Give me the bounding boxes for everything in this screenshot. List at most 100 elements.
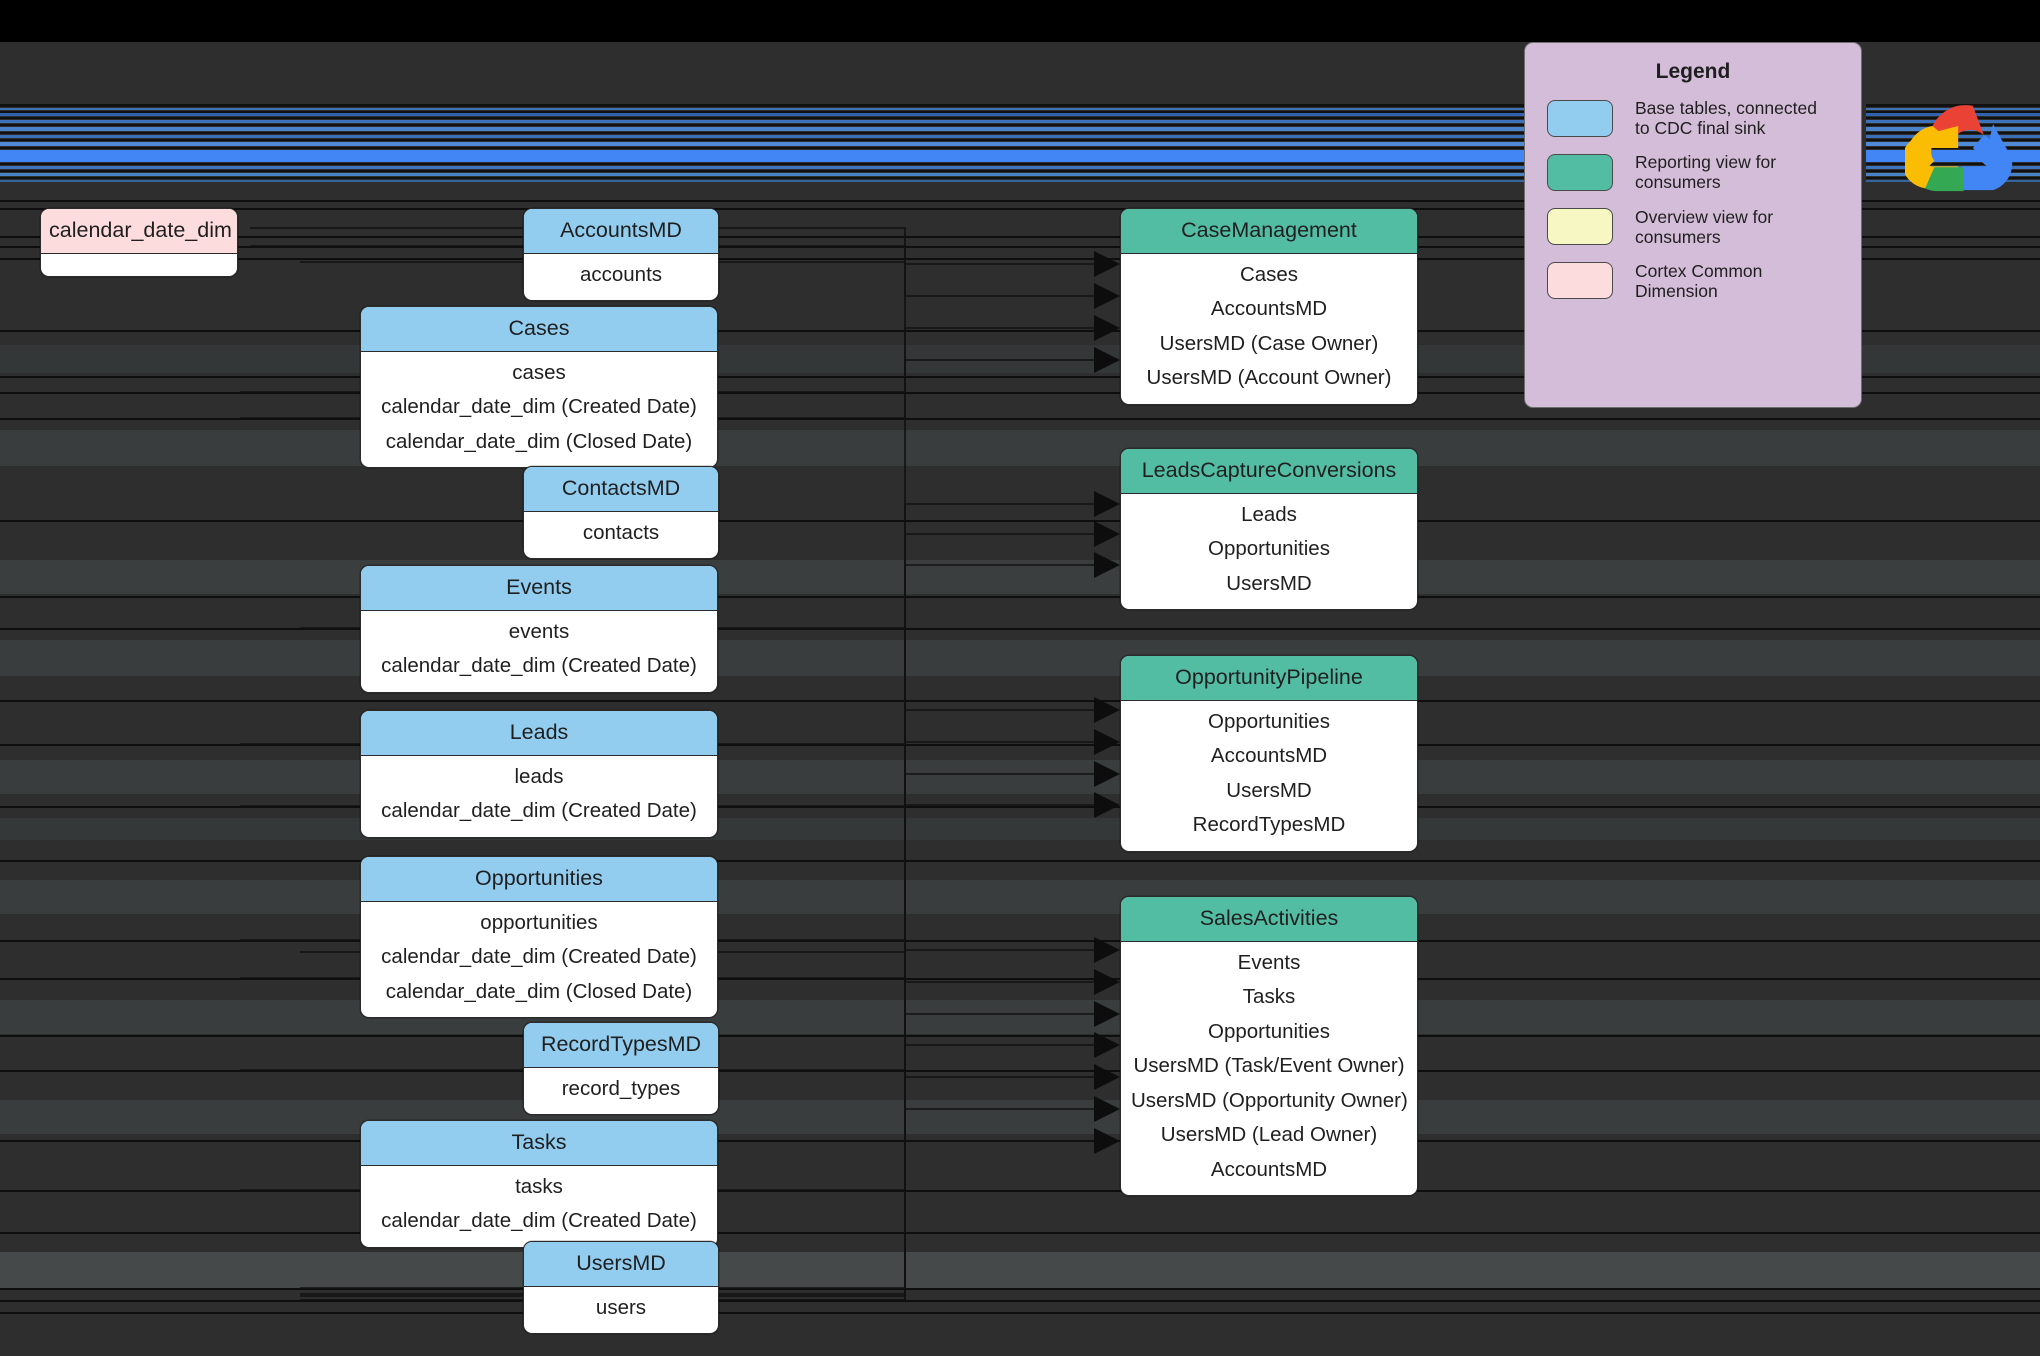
entity-title: UsersMD <box>524 1242 718 1287</box>
entity-field: RecordTypesMD <box>1192 813 1346 836</box>
entity-body: users <box>524 1287 718 1334</box>
artifact-band <box>0 818 2040 840</box>
entity-field: UsersMD <box>1226 571 1312 595</box>
entity-field: AccountsMD <box>1210 1157 1328 1181</box>
entity-box-RecordTypesMD[interactable]: RecordTypesMD record_types <box>523 1022 719 1115</box>
entity-body: record_types <box>524 1068 718 1115</box>
legend-panel: Legend Base tables, connected to CDC fin… <box>1524 42 1862 408</box>
legend-swatch <box>1547 99 1613 137</box>
artifact-band <box>0 430 2040 432</box>
artifact-scanline <box>0 127 1524 131</box>
legend-item: Base tables, connected to CDC final sink <box>1547 98 1861 138</box>
artifact-band <box>0 1252 2040 1254</box>
artifact-band <box>0 596 2040 598</box>
legend-swatch <box>1547 262 1613 300</box>
artifact-band <box>0 1100 2040 1134</box>
entity-title: Cases <box>361 307 717 352</box>
artifact-band <box>0 1300 2040 1302</box>
entity-box-UsersMD[interactable]: UsersMD users <box>523 1241 719 1334</box>
artifact-scanline <box>0 142 1524 146</box>
entity-field: AccountsMD <box>1210 297 1328 320</box>
entity-field: calendar_date_dim (Created Date) <box>381 1209 697 1232</box>
entity-box-Tasks[interactable]: Tasks tasks calendar_date_dim (Created Dat… <box>360 1120 718 1248</box>
artifact-band <box>0 640 2040 642</box>
entity-title: ContactsMD <box>524 467 718 512</box>
artifact-scanline <box>0 180 1524 182</box>
artifact-scanline <box>0 108 1524 110</box>
legend-title: Legend <box>1655 60 1731 83</box>
artifact-scanline <box>0 150 1524 162</box>
artifact-scanline <box>0 132 1524 134</box>
entity-field: calendar_date_dim (Created Date) <box>381 395 697 418</box>
legend-item: Reporting view for consumers <box>1547 152 1861 192</box>
entity-field: Leads <box>1241 502 1297 526</box>
entity-title: RecordTypesMD <box>524 1023 718 1068</box>
entity-title: CaseManagement <box>1121 209 1417 254</box>
legend-item: Overview view for consumers <box>1547 207 1861 247</box>
artifact-band <box>0 1312 2040 1314</box>
artifact-scanline <box>0 135 1524 138</box>
entity-title: OpportunityPipeline <box>1121 656 1417 701</box>
entity-body: tasks calendar_date_dim (Created Date) <box>361 1166 717 1247</box>
entity-box-ContactsMD[interactable]: ContactsMD contacts <box>523 466 719 559</box>
artifact-band <box>0 1190 2040 1192</box>
legend-item: Cortex Common Dimension <box>1547 261 1861 301</box>
artifact-band <box>0 700 2040 702</box>
artifact-band <box>0 560 2040 594</box>
artifact-band <box>0 628 2040 630</box>
entity-field: Tasks <box>1242 985 1296 1008</box>
legend-item-label: Reporting view for consumers <box>1635 152 1777 193</box>
entity-field: users <box>595 1295 647 1319</box>
artifact-band <box>0 880 2040 914</box>
artifact-band <box>0 640 2040 676</box>
entity-field: calendar_date_dim (Closed Date) <box>385 429 693 453</box>
google-cloud-logo <box>1901 100 2015 196</box>
entity-field: AccountsMD <box>1210 744 1328 767</box>
artifact-band <box>0 1000 2040 1034</box>
entity-field: accounts <box>579 262 663 286</box>
entity-field: contacts <box>582 520 660 544</box>
artifact-scanline <box>0 166 1524 169</box>
entity-body: contacts <box>524 512 718 559</box>
artifact-scanline <box>0 173 1524 176</box>
artifact-scanline <box>0 139 1524 141</box>
entity-box-calendar_date_dim[interactable]: calendar_date_dim <box>40 208 238 277</box>
entity-field: Opportunities <box>1208 709 1330 733</box>
entity-field: calendar_date_dim (Created Date) <box>381 654 697 677</box>
entity-field: opportunities <box>480 910 598 934</box>
artifact-band <box>0 1000 2040 1002</box>
entity-body <box>41 254 237 276</box>
entity-box-Cases[interactable]: Cases cases calendar_date_dim (Created Dat… <box>360 306 718 468</box>
entity-title: SalesActivities <box>1121 897 1417 942</box>
artifact-band <box>0 1070 2040 1072</box>
artifact-band <box>0 520 2040 522</box>
entity-title: calendar_date_dim <box>41 209 237 254</box>
artifact-band <box>0 1035 2040 1037</box>
legend-swatch <box>1547 153 1613 191</box>
entity-title: Tasks <box>361 1121 717 1166</box>
entity-field: UsersMD (Task/Event Owner) <box>1133 1054 1405 1077</box>
entity-field: record_types <box>561 1076 681 1100</box>
entity-field: cases <box>512 360 566 384</box>
entity-field: UsersMD (Lead Owner) <box>1160 1123 1378 1146</box>
entity-field: Cases <box>1239 262 1299 286</box>
artifact-scanline <box>0 163 1524 165</box>
entity-field: tasks <box>515 1174 563 1198</box>
artifact-band <box>0 1270 2040 1272</box>
artifact-band <box>0 430 2040 466</box>
